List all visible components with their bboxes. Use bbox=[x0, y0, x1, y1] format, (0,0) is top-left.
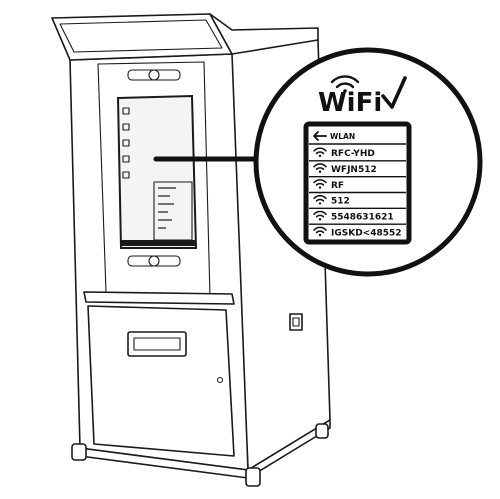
kiosk-wheel bbox=[315, 423, 329, 439]
wifi-signal-arc bbox=[313, 147, 327, 152]
wifi-signal-arc bbox=[313, 179, 327, 184]
wifi-arc-inner bbox=[335, 82, 355, 89]
wifi-signal-icon bbox=[313, 147, 327, 158]
wifi-signal-dot bbox=[318, 218, 322, 221]
kiosk-wheel bbox=[245, 467, 261, 487]
wifi-signal-arc bbox=[315, 214, 325, 218]
wlan-header: WLAN bbox=[309, 131, 406, 145]
wlan-network-row[interactable]: WFJN512 bbox=[309, 163, 406, 178]
wifi-signal-arc bbox=[315, 230, 325, 234]
kiosk-side-port bbox=[289, 313, 303, 331]
desktop-icon bbox=[122, 139, 130, 147]
kiosk-ledge bbox=[83, 291, 235, 305]
kiosk-canopy-side bbox=[209, 13, 319, 55]
wlan-network-name: IGSKD<48552 bbox=[331, 228, 402, 238]
wifi-wordmark: WiFi bbox=[318, 88, 382, 118]
desktop-icon bbox=[122, 171, 130, 179]
wifi-signal-dot bbox=[318, 170, 322, 173]
wifi-arc-outer bbox=[330, 75, 360, 84]
wifi-signal-arc bbox=[313, 226, 327, 231]
wifi-signal-arc bbox=[315, 182, 325, 186]
wifi-signal-arc bbox=[313, 194, 327, 200]
camera-lens-bottom bbox=[148, 255, 160, 267]
kiosk-lock bbox=[216, 376, 224, 384]
desktop-icon bbox=[122, 155, 130, 163]
wlan-network-name: RFC-YHD bbox=[331, 149, 375, 159]
wifi-signal-arc bbox=[315, 198, 325, 202]
wifi-signal-arc bbox=[313, 210, 327, 215]
wifi-signal-icon bbox=[313, 179, 327, 189]
wlan-network-name: 5548631621 bbox=[331, 212, 394, 222]
wifi-signal-arc bbox=[315, 151, 325, 155]
wlan-network-name: WFJN512 bbox=[331, 165, 377, 175]
kiosk-output-slot-inner bbox=[133, 337, 181, 351]
wifi-logo: WiFi bbox=[318, 75, 407, 118]
kiosk-screen bbox=[116, 94, 198, 249]
wlan-network-row[interactable]: RFC-YHD bbox=[309, 147, 406, 162]
wifi-signal-icon bbox=[313, 226, 327, 237]
screen-desktop-icons bbox=[122, 107, 130, 179]
wlan-network-row[interactable]: RF bbox=[309, 179, 406, 194]
kiosk-canopy bbox=[51, 13, 233, 61]
wifi-dot bbox=[343, 89, 347, 93]
wifi-signal-dot bbox=[318, 186, 322, 189]
wifi-arcs-icon bbox=[330, 75, 360, 93]
wlan-network-name: RF bbox=[331, 181, 344, 191]
arrow-left-icon bbox=[313, 131, 327, 141]
kiosk-cabinet-door bbox=[87, 305, 235, 457]
wlan-header-label: WLAN bbox=[330, 132, 355, 141]
wlan-network-row[interactable]: 512 bbox=[309, 194, 406, 210]
wifi-signal-arc bbox=[315, 167, 325, 170]
desktop-icon bbox=[122, 107, 130, 115]
wlan-network-name: 512 bbox=[331, 197, 350, 207]
desktop-icon bbox=[122, 123, 130, 131]
check-mark-icon bbox=[381, 76, 407, 109]
wlan-network-row[interactable]: 5548631621 bbox=[309, 210, 406, 225]
kiosk-canopy-edge bbox=[59, 19, 223, 53]
wifi-signal-icon bbox=[313, 210, 327, 221]
wlan-panel-frame bbox=[303, 121, 412, 245]
wifi-signal-icon bbox=[313, 194, 327, 205]
kiosk-wheel bbox=[71, 443, 87, 461]
kiosk-side-port-inner bbox=[292, 317, 300, 327]
wifi-signal-arc bbox=[313, 163, 327, 168]
camera-lens-top bbox=[148, 69, 160, 81]
wifi-signal-dot bbox=[318, 154, 322, 158]
screen-popup-lines bbox=[158, 187, 176, 229]
screen-taskbar bbox=[121, 240, 196, 246]
wifi-signal-icon bbox=[313, 163, 327, 173]
wifi-signal-dot bbox=[318, 233, 322, 237]
kiosk-output-slot bbox=[127, 331, 187, 357]
wifi-signal-dot bbox=[318, 202, 322, 205]
wlan-network-row[interactable]: IGSKD<48552 bbox=[313, 226, 402, 238]
